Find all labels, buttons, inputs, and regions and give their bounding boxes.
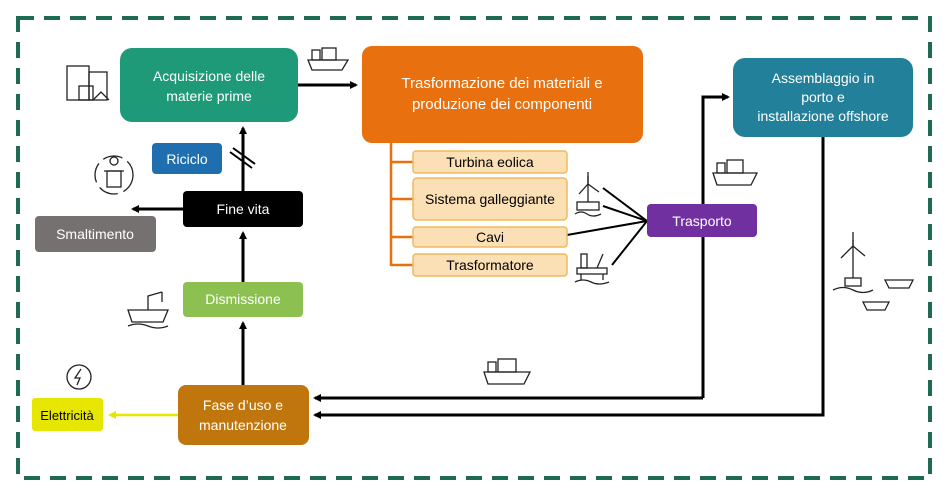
node-label: Assemblaggio in: [772, 70, 875, 86]
node-raw-materials[interactable]: Acquisizione delle materie prime: [120, 48, 298, 122]
node-label: Dismissione: [205, 291, 281, 307]
connectors: [108, 81, 825, 419]
node-label: Elettricità: [40, 408, 94, 423]
node-transport[interactable]: Trasporto: [647, 204, 757, 237]
node-label: Trasformazione dei materiali e: [401, 75, 602, 92]
node-label: Trasporto: [672, 213, 732, 229]
wind-turbine-icon: [574, 172, 602, 217]
component-to-transport-lines: [566, 187, 648, 266]
crane-ship-icon: [127, 291, 169, 329]
node-recycling[interactable]: Riciclo: [152, 143, 222, 174]
node-label: materie prime: [166, 88, 252, 104]
node-use-phase[interactable]: Fase d’uso e manutenzione: [178, 385, 309, 445]
warehouse-icon: [66, 65, 110, 101]
node-label: Fase d’uso e: [203, 397, 283, 413]
node-label: Acquisizione delle: [153, 68, 265, 84]
recycle-bin-icon: [94, 155, 134, 195]
floating-turbine-icon: [832, 232, 915, 311]
electricity-icon: [66, 364, 92, 390]
cargo-ship-icon: [483, 358, 532, 385]
component-label: Turbina eolica: [446, 154, 534, 170]
system-boundary: [16, 16, 932, 480]
component-label: Trasformatore: [446, 257, 534, 273]
cargo-ship-icon: [712, 159, 759, 186]
node-decommissioning[interactable]: Dismissione: [183, 282, 303, 317]
blocked-mark: [229, 147, 256, 169]
component-bracket: [389, 143, 413, 267]
node-label: produzione dei componenti: [412, 96, 592, 113]
cargo-ship-icon: [307, 47, 350, 71]
component-transformer[interactable]: Trasformatore: [412, 253, 568, 277]
node-label: porto e: [801, 89, 845, 105]
component-cables[interactable]: Cavi: [412, 226, 568, 248]
node-end-of-life[interactable]: Fine vita: [183, 191, 303, 227]
node-electricity[interactable]: Elettricità: [32, 398, 103, 431]
node-disposal[interactable]: Smaltimento: [35, 216, 156, 252]
node-label: installazione offshore: [757, 108, 888, 124]
node-label: Smaltimento: [56, 226, 134, 242]
component-label: Cavi: [476, 229, 504, 245]
component-label: Sistema galleggiante: [425, 191, 555, 207]
node-manufacturing[interactable]: Trasformazione dei materiali e produzion…: [362, 46, 643, 143]
node-label: Fine vita: [217, 201, 270, 217]
arrow-assembly-to-use: [313, 137, 825, 419]
component-turbine[interactable]: Turbina eolica: [412, 150, 568, 174]
node-assembly[interactable]: Assemblaggio in porto e installazione of…: [733, 58, 913, 137]
node-label: Riciclo: [166, 151, 207, 167]
component-floating-system[interactable]: Sistema galleggiante: [412, 177, 568, 221]
offshore-platform-icon: [574, 253, 610, 285]
arrow-transport-to-assembly: [701, 93, 730, 398]
node-label: manutenzione: [199, 417, 287, 433]
